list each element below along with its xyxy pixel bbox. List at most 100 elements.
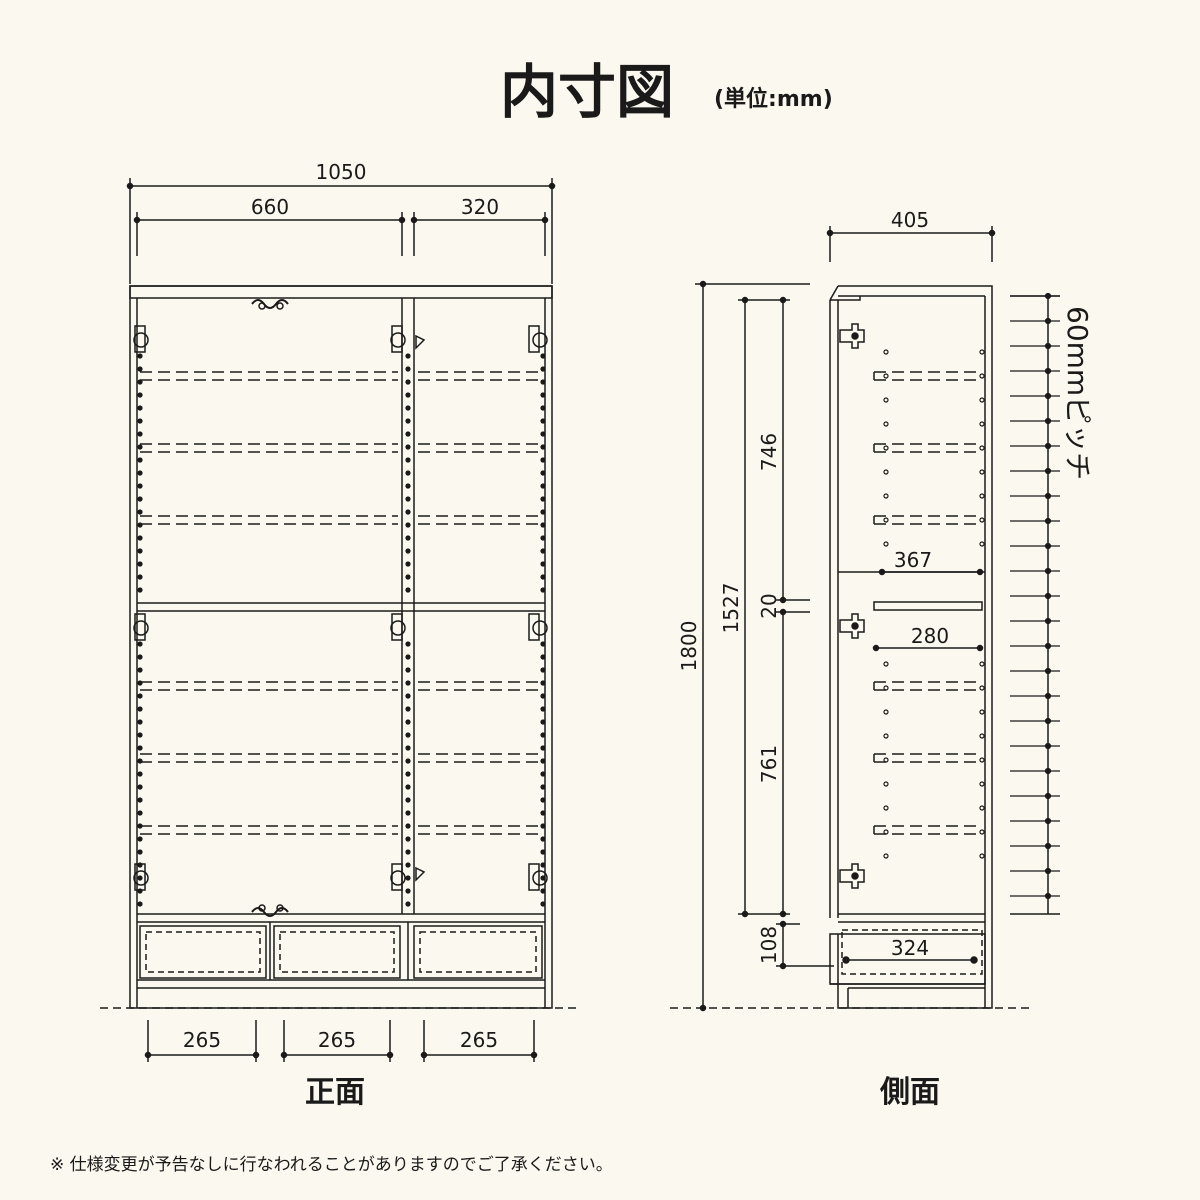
pin-hole <box>405 836 411 842</box>
pin-hole <box>1044 342 1052 350</box>
pin-hole <box>137 353 143 359</box>
pin-hole <box>540 353 546 359</box>
pin-hole <box>979 421 985 427</box>
pin-hole <box>137 732 143 738</box>
pin-hole <box>1044 867 1052 875</box>
pin-hole <box>137 444 143 450</box>
footer-note: ※ 仕様変更が予告なしに行なわれることがありますのでご了承ください。 <box>50 1155 613 1175</box>
pin-hole <box>1044 517 1052 525</box>
pin-hole <box>405 548 411 554</box>
pin-hole <box>1044 567 1052 575</box>
dim-label-drawer-depth: 324 <box>891 936 929 960</box>
pin-hole <box>540 706 546 712</box>
pin-hole <box>540 574 546 580</box>
pin-hole <box>137 366 143 372</box>
pin-hole <box>540 849 546 855</box>
pin-hole <box>883 757 889 763</box>
pin-hole <box>540 548 546 554</box>
pin-hole <box>540 509 546 515</box>
dim-label-drawer-1: 265 <box>183 1028 221 1052</box>
pin-hole <box>979 733 985 739</box>
pin-hole <box>405 366 411 372</box>
pin-hole <box>540 379 546 385</box>
pitch-label: 60mmピッチ <box>1061 306 1094 480</box>
pin-hole <box>405 901 411 907</box>
pin-hole <box>883 805 889 811</box>
pin-hole <box>540 901 546 907</box>
pin-hole <box>540 797 546 803</box>
cabinet-outline <box>129 285 553 1009</box>
pin-hole <box>137 849 143 855</box>
pin-hole <box>540 561 546 567</box>
pin-hole <box>1044 892 1052 900</box>
pin-hole <box>979 541 985 547</box>
pin-hole <box>137 758 143 764</box>
pin-hole <box>137 457 143 463</box>
pin-hole <box>540 587 546 593</box>
pin-hole <box>137 587 143 593</box>
pin-hole <box>405 392 411 398</box>
pin-hole <box>540 732 546 738</box>
pin-hole <box>883 373 889 379</box>
pin-hole <box>883 445 889 451</box>
pin-hole <box>137 888 143 894</box>
pin-hole <box>405 483 411 489</box>
pin-hole <box>405 888 411 894</box>
pin-hole <box>883 685 889 691</box>
pin-hole <box>137 771 143 777</box>
pin-hole <box>405 379 411 385</box>
pin-hole <box>540 431 546 437</box>
pin-hole <box>405 732 411 738</box>
adjustable-shelves <box>140 371 542 835</box>
pin-hole <box>137 693 143 699</box>
pin-hole <box>540 496 546 502</box>
pin-hole <box>137 654 143 660</box>
dim-label-height-total: 1800 <box>677 621 701 672</box>
pin-hole <box>540 836 546 842</box>
pin-hole <box>137 548 143 554</box>
pin-hole <box>405 353 411 359</box>
pin-hole <box>1044 367 1052 375</box>
pin-hole <box>1044 817 1052 825</box>
dim-label-height-inner: 1527 <box>719 583 743 634</box>
pin-hole <box>405 823 411 829</box>
pin-hole <box>540 823 546 829</box>
pin-hole <box>883 421 889 427</box>
pin-hole <box>1044 842 1052 850</box>
pin-hole <box>540 875 546 881</box>
pin-hole <box>1044 642 1052 650</box>
pin-hole <box>405 680 411 686</box>
pin-hole <box>405 875 411 881</box>
pin-hole <box>540 641 546 647</box>
pin-hole <box>405 587 411 593</box>
pin-hole <box>540 418 546 424</box>
pin-hole <box>405 862 411 868</box>
pin-hole <box>137 509 143 515</box>
pin-hole <box>137 810 143 816</box>
dim-label-upper-height: 746 <box>757 433 781 471</box>
dim-label-drawer-height: 108 <box>757 926 781 964</box>
pin-hole <box>1044 617 1052 625</box>
shelf-pin-holes <box>137 353 546 907</box>
pin-hole <box>405 418 411 424</box>
pin-hole <box>137 483 143 489</box>
pin-hole <box>137 496 143 502</box>
pin-hole <box>405 522 411 528</box>
pin-hole <box>137 797 143 803</box>
pin-hole <box>540 667 546 673</box>
unit-label: (単位:mm) <box>714 86 833 112</box>
front-view <box>100 178 580 1062</box>
pin-hole <box>405 561 411 567</box>
side-caption: 側面 <box>879 1075 940 1110</box>
pin-hole <box>405 470 411 476</box>
pin-hole <box>137 680 143 686</box>
pin-hole <box>405 797 411 803</box>
pin-hole <box>405 574 411 580</box>
pin-hole <box>540 535 546 541</box>
side-view <box>670 226 1060 1012</box>
pin-hole <box>1044 592 1052 600</box>
pin-hole <box>540 693 546 699</box>
pin-hole <box>137 561 143 567</box>
pin-hole <box>405 654 411 660</box>
pin-hole <box>979 469 985 475</box>
